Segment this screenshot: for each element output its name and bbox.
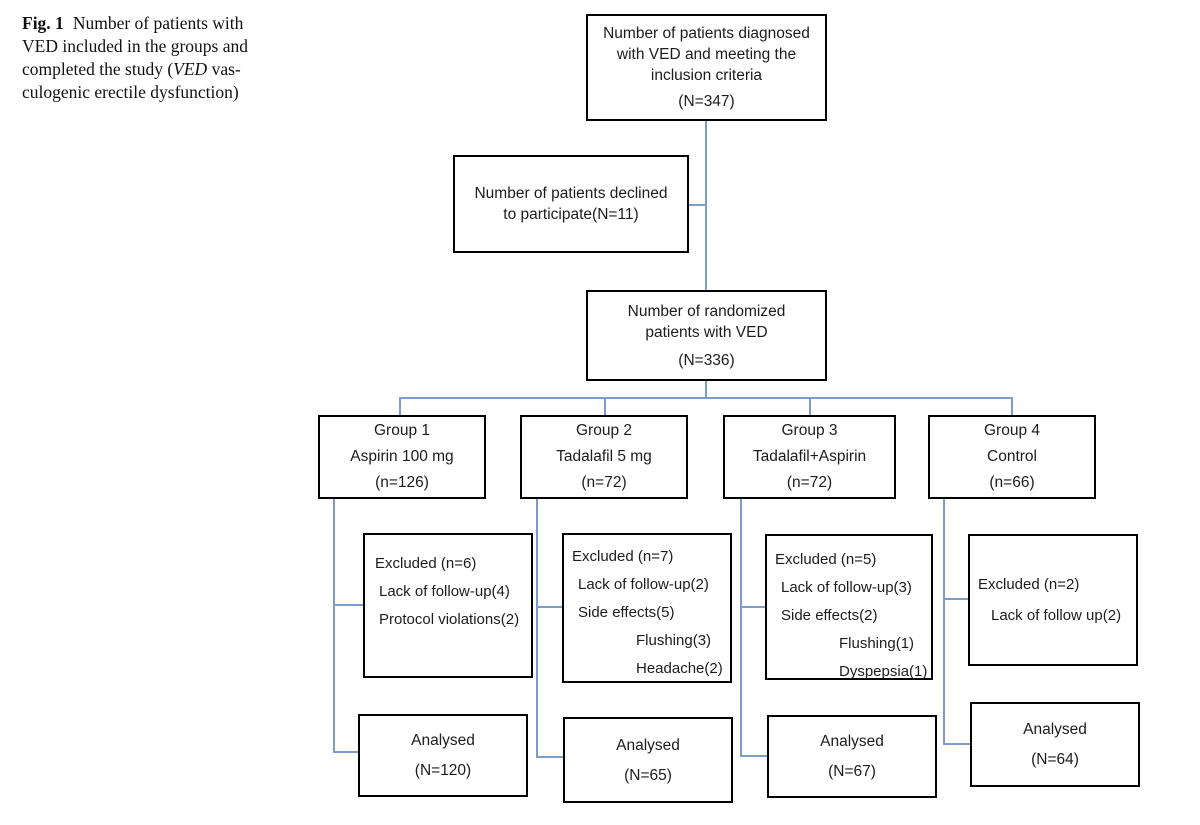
caption-line-2: VED included in the groups and	[22, 36, 248, 56]
box-analysed-3: Analysed (N=67)	[767, 715, 937, 798]
group-3-name: Group 3	[781, 422, 838, 439]
group-1-name: Group 1	[373, 422, 430, 439]
box-analysed-1: Analysed (N=120)	[358, 714, 528, 797]
randomized-n: (N=336)	[678, 351, 735, 369]
excluded-3-item: Side effects(2)	[781, 607, 878, 624]
excluded-2-item: Side effects(5)	[578, 604, 675, 621]
connector-randomized-stub	[705, 381, 707, 398]
group-2-n: (n=72)	[581, 474, 627, 491]
box-randomized: Number of randomized patients with VED (…	[586, 290, 827, 381]
box-group-3: Group 3 Tadalafil+Aspirin (n=72)	[723, 415, 896, 499]
declined-text: Number of patients declined to participa…	[474, 185, 668, 223]
randomized-text: Number of randomized patients with VED	[627, 302, 786, 341]
connector-group-2-tail	[536, 499, 538, 758]
connector-drop-group-1	[399, 398, 401, 415]
group-4-n: (n=66)	[989, 474, 1035, 491]
diagnosed-text: Number of patients diagnosed with VED an…	[603, 25, 810, 84]
group-1-treatment: Aspirin 100 mg	[350, 448, 454, 465]
excluded-3-item: Flushing(1)	[839, 635, 915, 652]
box-declined: Number of patients declined to participa…	[453, 155, 689, 253]
excluded-1-item: Protocol violations(2)	[379, 611, 520, 628]
connector-group-2-analysed	[538, 756, 563, 758]
connector-group-4-excluded	[945, 598, 968, 600]
excluded-2-item: Flushing(3)	[636, 632, 712, 649]
excluded-3-item: Dyspepsia(1)	[839, 663, 928, 680]
excluded-1-title: Excluded (n=6)	[375, 555, 477, 572]
group-3-treatment: Tadalafil+Aspirin	[752, 448, 867, 465]
analysed-4-label: Analysed	[1023, 721, 1087, 738]
connector-drop-group-2	[604, 398, 606, 415]
excluded-3-title: Excluded (n=5)	[775, 551, 877, 568]
box-excluded-4: Excluded (n=2) Lack of follow up(2)	[968, 534, 1138, 666]
analysed-4-n: (N=64)	[1031, 751, 1079, 768]
box-excluded-1: Excluded (n=6) Lack of follow-up(4) Prot…	[363, 533, 533, 678]
group-1-n: (n=126)	[375, 474, 429, 491]
connector-group-3-tail	[740, 499, 742, 757]
excluded-2-item: Headache(2)	[636, 660, 723, 677]
connector-drop-group-4	[1011, 398, 1013, 415]
analysed-2-n: (N=65)	[624, 766, 672, 784]
analysed-1-n: (N=120)	[414, 762, 472, 779]
analysed-1-label: Analysed	[411, 732, 475, 749]
box-excluded-2: Excluded (n=7) Lack of follow-up(2) Side…	[562, 533, 732, 683]
connector-drop-group-3	[809, 398, 811, 415]
connector-branch-horizontal	[399, 397, 1013, 399]
box-diagnosed: Number of patients diagnosed with VED an…	[586, 14, 827, 121]
connector-group-2-excluded	[538, 606, 562, 608]
box-group-4: Group 4 Control (n=66)	[928, 415, 1096, 499]
group-3-n: (n=72)	[786, 474, 833, 491]
box-excluded-3: Excluded (n=5) Lack of follow-up(3) Side…	[765, 534, 933, 680]
box-analysed-4: Analysed (N=64)	[970, 702, 1140, 787]
analysed-3-label: Analysed	[820, 733, 884, 750]
box-group-1: Group 1 Aspirin 100 mg (n=126)	[318, 415, 486, 499]
connector-declined-branch	[689, 204, 707, 206]
connector-group-1-tail	[333, 499, 335, 753]
group-4-treatment: Control	[987, 448, 1037, 465]
connector-group-4-tail	[943, 499, 945, 745]
analysed-2-label: Analysed	[616, 736, 680, 754]
excluded-4-item: Lack of follow up(2)	[991, 606, 1122, 624]
excluded-3-item: Lack of follow-up(3)	[781, 579, 912, 596]
diagnosed-n: (N=347)	[678, 93, 735, 110]
caption-line-3: completed the study (VED vas-	[22, 59, 241, 79]
excluded-1-item: Lack of follow-up(4)	[379, 583, 510, 600]
connector-group-1-excluded	[335, 604, 363, 606]
figure-label: Fig. 1	[22, 13, 64, 33]
caption-line-4: culogenic erectile dysfunction)	[22, 82, 239, 102]
box-analysed-2: Analysed (N=65)	[563, 717, 733, 803]
excluded-2-title: Excluded (n=7)	[572, 548, 674, 565]
group-2-treatment: Tadalafil 5 mg	[556, 448, 652, 465]
group-4-name: Group 4	[983, 422, 1040, 439]
excluded-2-item: Lack of follow-up(2)	[578, 576, 709, 593]
analysed-3-n: (N=67)	[828, 763, 876, 780]
connector-group-3-excluded	[742, 606, 765, 608]
connector-group-3-analysed	[742, 755, 767, 757]
group-2-name: Group 2	[575, 422, 632, 439]
connector-group-1-analysed	[335, 751, 358, 753]
excluded-4-title: Excluded (n=2)	[978, 575, 1080, 593]
box-group-2: Group 2 Tadalafil 5 mg (n=72)	[520, 415, 688, 499]
connector-group-4-analysed	[945, 743, 970, 745]
